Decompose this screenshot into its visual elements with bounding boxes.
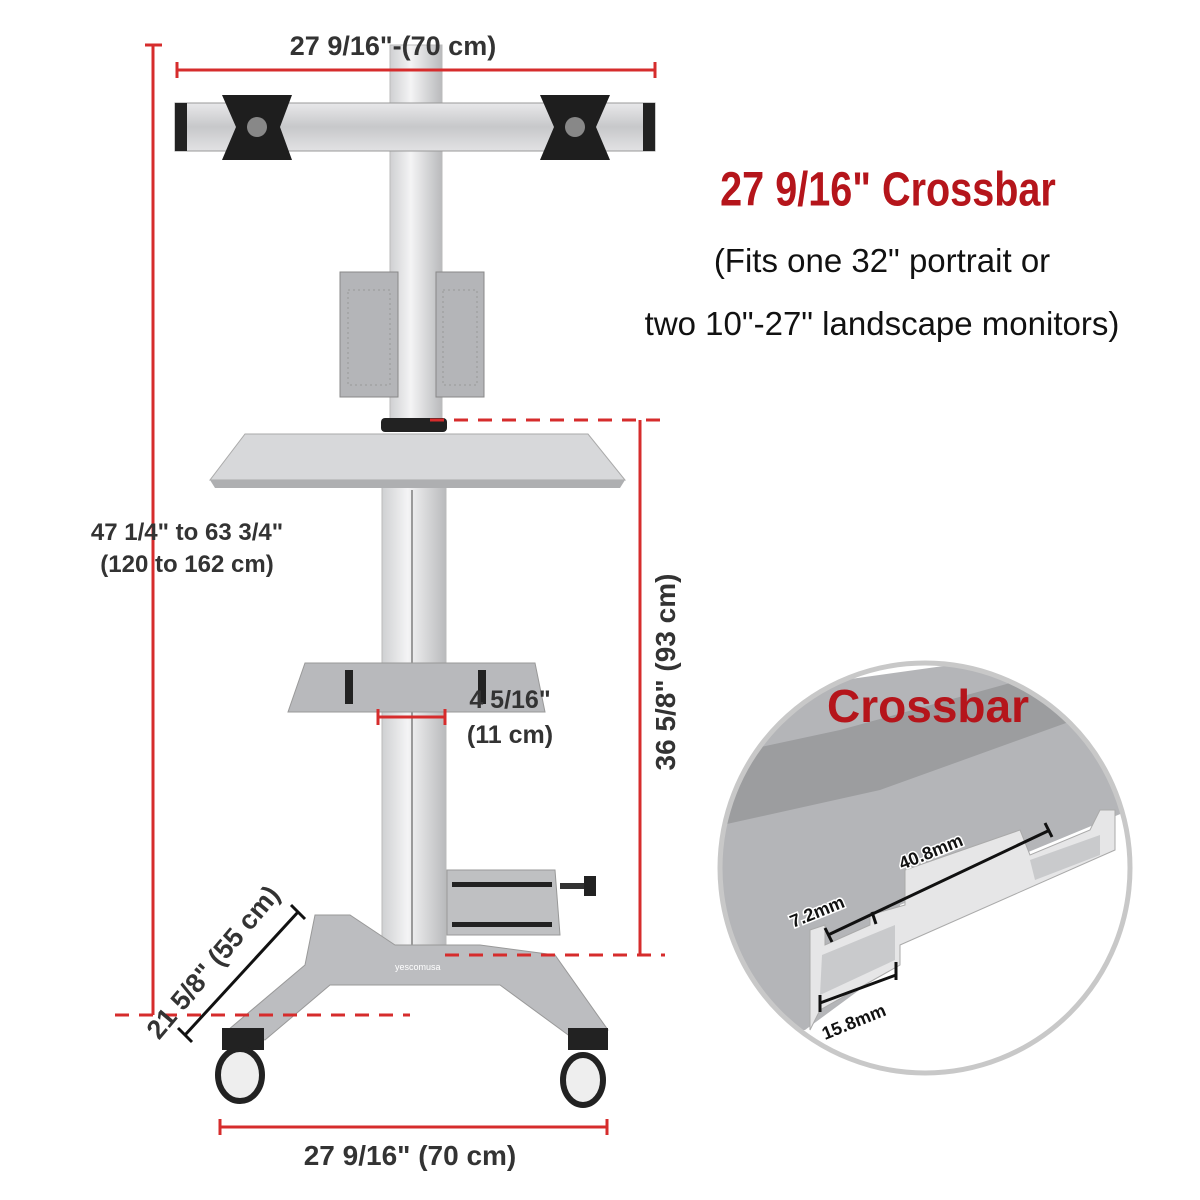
fit-note-line-2: two 10"-27" landscape monitors) xyxy=(645,305,1120,342)
crossbar-detail-inset: Crossbar 7.2mm 40.8mm 15.8mm xyxy=(717,660,1133,1076)
crossbar-width-label: 27 9/16"-(70 cm) xyxy=(290,31,496,61)
desk-height-label: 36 5/8" (93 cm) xyxy=(650,574,681,771)
fit-note-line-1: (Fits one 32" portrait or xyxy=(714,242,1050,279)
base-depth-line xyxy=(176,903,307,1044)
desktop-tray xyxy=(208,433,627,481)
shelf-gap-label-2: (11 cm) xyxy=(467,721,553,749)
vesa-plate-left xyxy=(222,95,292,160)
mobile-cart: yescomusa xyxy=(174,44,656,1108)
dimension-lines xyxy=(115,43,665,1135)
lower-pole xyxy=(381,479,447,951)
inset-crossbar-label: Crossbar xyxy=(827,680,1029,732)
total-height-label-2: (120 to 162 cm) xyxy=(100,551,273,578)
vesa-plate-right xyxy=(540,95,610,160)
casters xyxy=(215,1028,608,1108)
total-height-label-1: 47 1/4" to 63 3/4" xyxy=(91,519,283,546)
cpu-holder xyxy=(339,271,485,398)
brand-logo: yescomusa xyxy=(395,962,441,972)
crossbar-title: 27 9/16" Crossbar xyxy=(720,163,1056,217)
shelf-gap-label-1: 4 5/16" xyxy=(469,686,550,714)
base-width-label: 27 9/16" (70 cm) xyxy=(304,1140,517,1171)
bottom-tray xyxy=(446,869,596,936)
